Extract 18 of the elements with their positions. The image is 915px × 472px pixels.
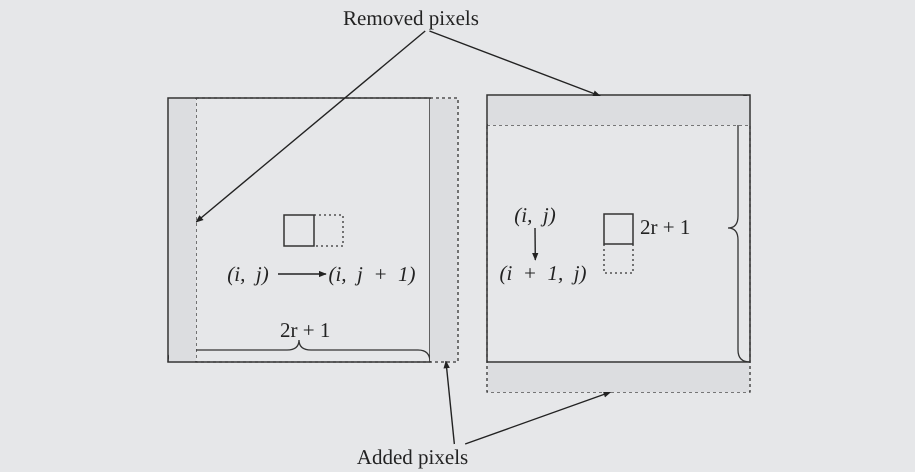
removed-strip — [488, 96, 749, 125]
arrow — [429, 30, 601, 97]
pixel-coordinate: (i, j) — [218, 261, 278, 287]
added-strip — [430, 99, 457, 361]
arrow — [443, 360, 456, 444]
callout-text: Removed pixels — [340, 5, 482, 31]
arrow — [464, 391, 612, 445]
dimension-label: 2r + 1 — [280, 318, 330, 342]
callout-text: Added pixels — [345, 444, 480, 470]
arrow — [532, 228, 538, 261]
pixel-coordinate: (i, j) — [505, 202, 565, 228]
dimension-label: 2r + 1 — [640, 215, 690, 239]
arrow — [278, 270, 327, 278]
pixel-coordinate: (i + 1, j) — [495, 260, 591, 286]
pixel-coordinate: (i, j + 1) — [326, 261, 418, 287]
added-strip — [488, 363, 749, 392]
arrow — [195, 30, 426, 223]
removed-strip — [169, 99, 196, 361]
